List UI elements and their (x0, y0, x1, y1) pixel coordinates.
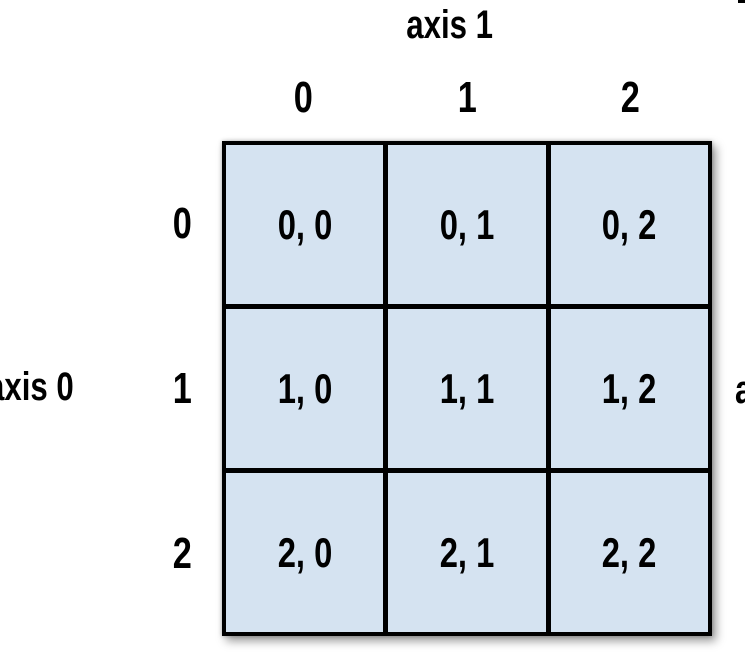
cell-0-0: 0, 0 (226, 145, 384, 304)
row-header-1: 1 (172, 363, 192, 413)
row-header-0: 0 (172, 198, 192, 248)
cell-1-0: 1, 0 (226, 309, 384, 468)
cell-2-2: 2, 2 (550, 473, 708, 632)
cell-1-1: 1, 1 (388, 309, 546, 468)
clipped-right-edge-text: a (735, 368, 745, 412)
axis1-title: axis 1 (205, 3, 695, 47)
axis0-label: axis 0 (0, 365, 98, 409)
cell-0-1: 0, 1 (388, 145, 546, 304)
cell-1-2: 1, 2 (550, 309, 708, 468)
cell-2-0: 2, 0 (226, 473, 384, 632)
column-headers: 0 1 2 (222, 76, 712, 120)
row-header-2: 2 (172, 528, 192, 578)
row-headers: 0 1 2 (146, 141, 218, 636)
column-header-1: 1 (457, 73, 477, 122)
column-header-0: 0 (294, 73, 314, 122)
array-grid: 0, 0 0, 1 0, 2 1, 0 1, 1 1, 2 2, 0 2, 1 … (222, 141, 712, 636)
cell-2-1: 2, 1 (388, 473, 546, 632)
clipped-top-right-artifact (738, 0, 745, 3)
axis0-label-text: axis 0 (0, 365, 74, 409)
cell-0-2: 0, 2 (550, 145, 708, 304)
axis1-title-text: axis 1 (406, 3, 494, 47)
column-header-2: 2 (620, 73, 640, 122)
